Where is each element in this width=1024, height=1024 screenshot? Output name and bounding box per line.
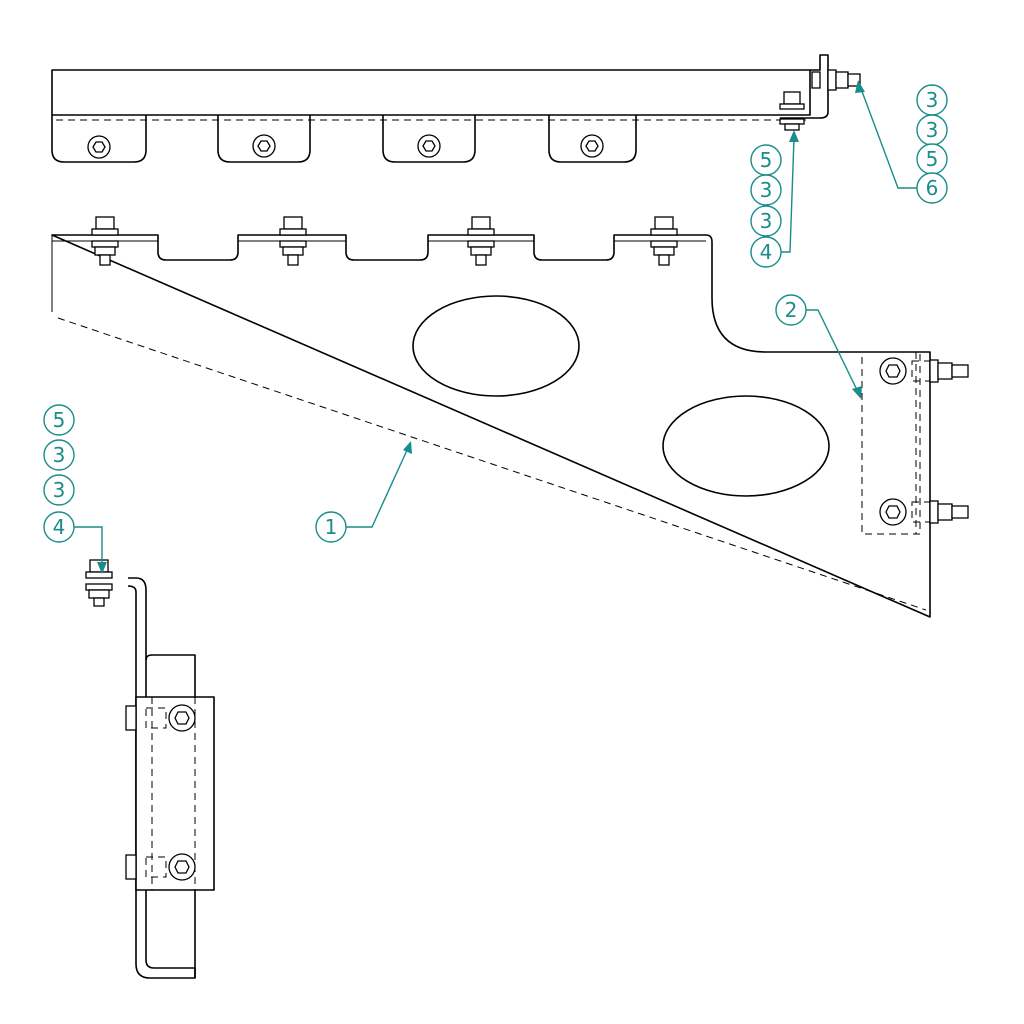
tab-nut <box>252 134 276 158</box>
svg-text:3: 3 <box>53 443 66 467</box>
callout-balloon: 1 <box>315 511 347 543</box>
tab-nut <box>580 134 604 158</box>
svg-text:4: 4 <box>53 515 66 539</box>
top-view <box>51 54 861 163</box>
svg-text:3: 3 <box>926 118 939 142</box>
leaders <box>74 80 918 574</box>
clamp-bolt <box>879 498 969 526</box>
svg-text:5: 5 <box>53 408 66 432</box>
callout-balloon: 5 <box>916 143 948 175</box>
callout-group-top-middle: 5 3 3 4 <box>750 144 782 268</box>
side-clamp-bolt <box>125 853 196 881</box>
callout-balloon: 4 <box>750 236 782 268</box>
svg-text:3: 3 <box>760 209 773 233</box>
lightening-hole <box>662 395 830 497</box>
side-view <box>85 559 215 979</box>
callout-balloon: 2 <box>775 294 807 326</box>
svg-text:3: 3 <box>53 478 66 502</box>
callout-group-part-2: 2 <box>775 294 807 326</box>
callout-balloon: 6 <box>916 172 948 204</box>
callout-group-top-right: 3 3 5 6 <box>916 84 948 204</box>
svg-text:3: 3 <box>760 178 773 202</box>
callout-balloon: 4 <box>43 511 75 543</box>
svg-text:5: 5 <box>926 147 939 171</box>
svg-text:3: 3 <box>926 88 939 112</box>
tab-nut <box>87 135 111 159</box>
svg-text:4: 4 <box>760 240 773 264</box>
callout-balloon: 3 <box>43 474 75 506</box>
tab-nut <box>417 134 441 158</box>
clamp-bolt <box>879 357 969 385</box>
callout-balloon: 3 <box>750 174 782 206</box>
flange-bolt <box>779 91 805 131</box>
top-bolt <box>650 216 678 266</box>
top-bolt <box>91 216 119 266</box>
callout-balloon: 3 <box>916 114 948 146</box>
top-bolt <box>467 216 495 266</box>
front-view <box>51 216 969 618</box>
callout-balloon: 5 <box>750 144 782 176</box>
side-top-bolt <box>85 559 113 607</box>
top-bolt <box>279 216 307 266</box>
svg-text:6: 6 <box>926 176 939 200</box>
clamp-plate-outline <box>861 351 921 535</box>
callout-balloon: 5 <box>43 404 75 436</box>
callout-group-part-1: 1 <box>315 511 347 543</box>
lightening-hole <box>412 295 580 397</box>
svg-text:5: 5 <box>760 148 773 172</box>
svg-text:1: 1 <box>325 515 338 539</box>
callout-balloon: 3 <box>750 205 782 237</box>
callout-balloon: 3 <box>43 439 75 471</box>
callout-group-left: 5 3 3 4 <box>43 404 75 543</box>
svg-text:2: 2 <box>785 298 798 322</box>
callout-balloon: 3 <box>916 84 948 116</box>
end-bolt <box>811 69 861 91</box>
side-clamp-bolt <box>125 704 196 732</box>
